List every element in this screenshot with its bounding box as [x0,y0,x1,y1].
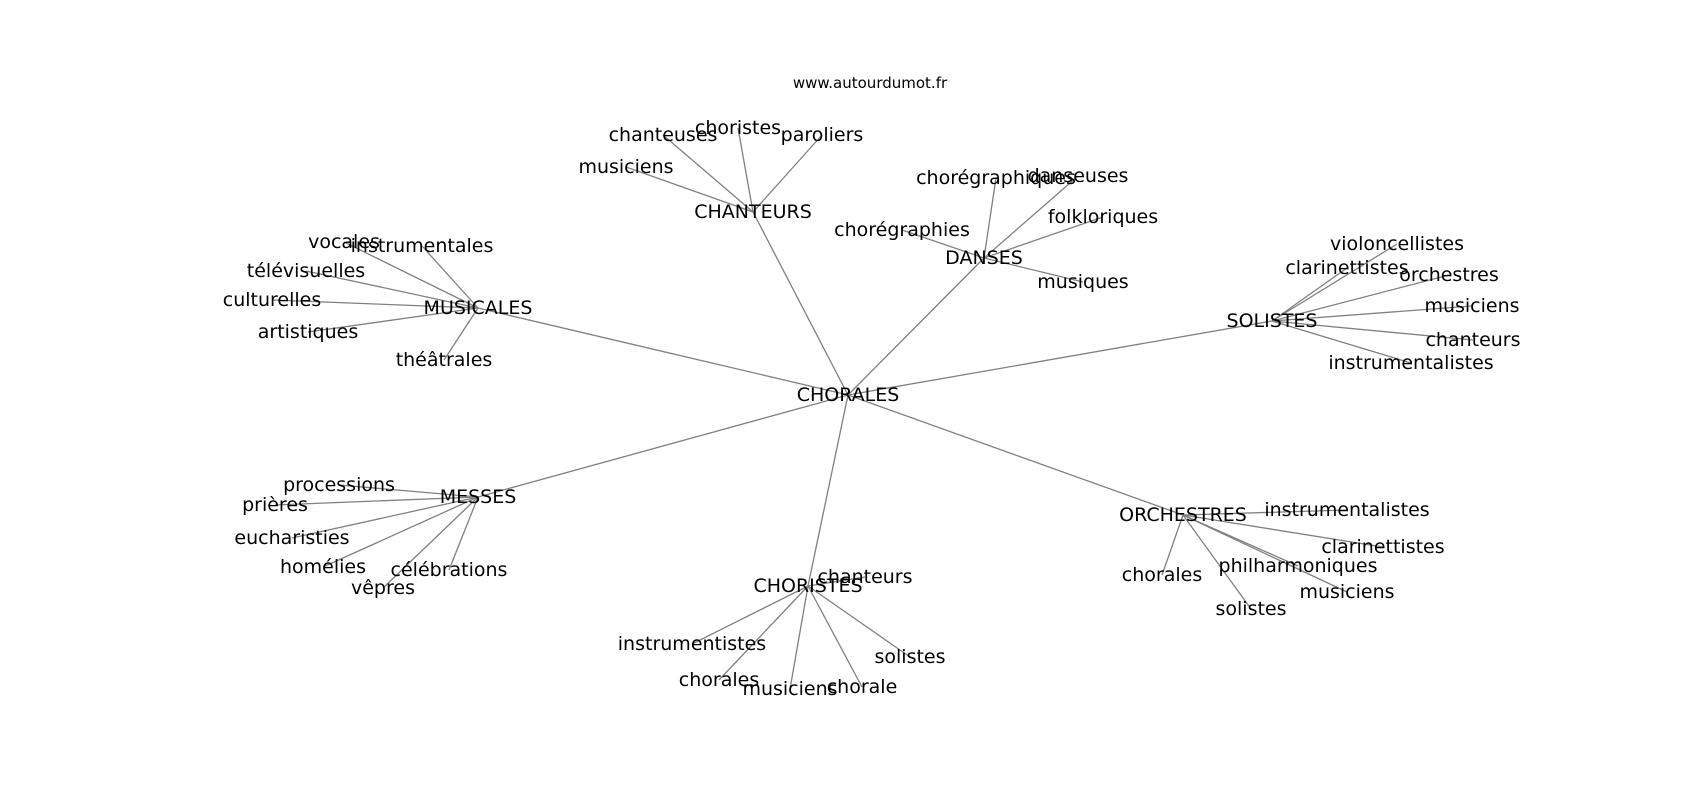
edge-hub-leaf [1271,320,1412,364]
edge-hub-leaf [752,134,823,213]
hub-node: CHANTEURS [694,201,812,223]
edge-hub-leaf [625,166,754,213]
edge-hub-leaf [305,270,479,309]
edge-hub-leaf [307,307,479,333]
edge-hub-leaf [1271,267,1348,322]
leaf-node: culturelles [223,289,322,311]
edge-hub-leaf [718,585,809,681]
leaf-node: artistiques [258,321,359,343]
leaf-node: chanteurs [1425,329,1520,351]
edge-hub-leaf [983,216,1104,259]
leaf-node: clarinettistes [1321,536,1444,558]
edge-hub-leaf [382,496,479,589]
edge-hub-leaf [807,585,863,688]
edge-hub-leaf [291,496,479,539]
edge-center-hub [807,394,849,587]
hub-node: CHORISTES [753,575,862,597]
edge-hub-leaf [1271,243,1398,322]
edge-center-hub [847,257,985,396]
edge-center-hub [477,307,849,396]
leaf-node: vêpres [351,577,415,599]
hub-node: ORCHESTRES [1119,504,1247,526]
center-node: CHORALES [797,384,900,406]
leaf-node: instrumentalistes [1328,352,1493,374]
leaf-node: clarinettistes [1285,257,1408,279]
leaf-node: danseuses [1028,165,1129,187]
graph-edges [271,127,1474,690]
edge-hub-leaf [443,307,479,361]
leaf-node: philharmoniques [1219,555,1378,577]
leaf-node: musiciens [578,156,673,178]
edge-center-hub [847,320,1273,396]
leaf-node: instrumentalistes [1264,499,1429,521]
edge-hub-leaf [322,496,479,568]
edge-hub-leaf [338,484,479,498]
leaf-node: processions [283,474,395,496]
edge-hub-leaf [274,496,479,506]
leaf-node: instrumentistes [618,633,766,655]
leaf-node: choristes [695,117,781,139]
leaf-node: chorales [679,669,759,691]
edge-hub-leaf [1271,274,1450,322]
leaf-node: musiques [1037,271,1128,293]
edge-center-hub [477,394,849,498]
edge-hub-leaf [807,585,911,658]
edge-hub-leaf [789,585,809,690]
edge-hub-leaf [1271,320,1474,341]
leaf-node: musiciens [1424,295,1519,317]
edge-hub-leaf [737,127,754,213]
leaf-node: chorégraphies [834,219,970,241]
leaf-node: homélies [280,556,366,578]
edge-hub-leaf [421,245,479,309]
edge-hub-leaf [448,496,479,571]
leaf-node: folkloriques [1048,206,1158,228]
leaf-node: orchestres [1399,264,1499,286]
leaf-node: chorale [827,676,898,698]
leaf-node: paroliers [781,124,864,146]
leaf-node: eucharisties [234,527,349,549]
edge-hub-leaf [1161,514,1184,576]
leaf-node: théâtrales [396,349,493,371]
edge-hub-leaf [983,257,1084,283]
edge-hub-leaf [343,241,479,309]
leaf-node: solistes [874,646,945,668]
leaf-node: musiciens [1299,581,1394,603]
hub-node: SOLISTES [1227,310,1318,332]
edge-hub-leaf [807,576,866,587]
leaf-node: solistes [1215,598,1286,620]
leaf-node: violoncellistes [1330,233,1464,255]
leaf-node: chanteuses [609,124,718,146]
leaf-node: instrumentales [351,235,494,257]
leaf-node: chorégraphiques [916,167,1076,189]
leaf-node: célébrations [391,559,508,581]
edge-center-hub [847,394,1184,516]
edge-hub-leaf [1182,514,1252,610]
site-watermark: www.autourdumot.fr [793,74,948,92]
hub-node: DANSES [945,247,1023,269]
edge-hub-leaf [271,299,479,309]
leaf-node: télévisuelles [247,260,365,282]
edge-hub-leaf [1182,514,1348,593]
leaf-node: chorales [1122,564,1202,586]
edge-hub-leaf [983,175,1079,259]
edge-center-hub [752,211,849,396]
leaf-node: musiciens [742,678,837,700]
leaf-node: prières [242,494,308,516]
edge-hub-leaf [901,229,985,259]
leaf-node: vocales [308,231,380,253]
hub-node: MESSES [440,486,517,508]
edge-hub-leaf [662,134,754,213]
edge-hub-leaf [983,177,997,259]
edge-hub-leaf [1182,514,1384,548]
edge-hub-leaf [1271,305,1473,322]
edge-hub-leaf [691,585,809,645]
edge-hub-leaf [1182,509,1348,516]
leaf-node: chanteurs [817,566,912,588]
hub-node: MUSICALES [424,297,533,319]
